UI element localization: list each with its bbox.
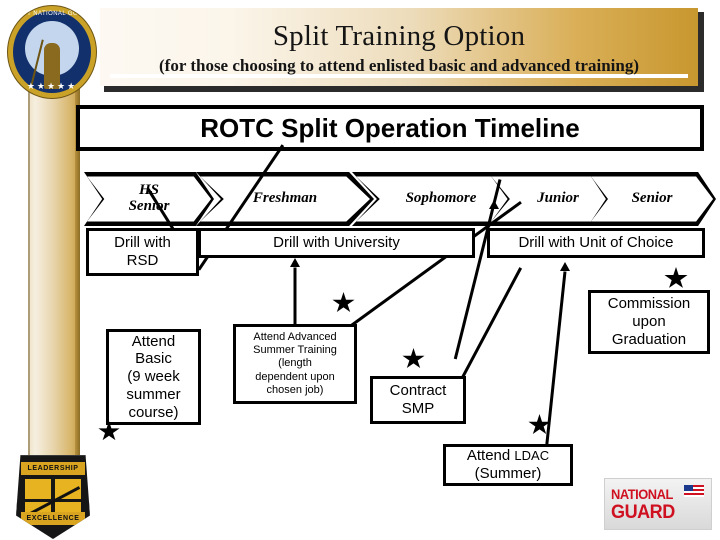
- drill-box-label: Drill with University: [273, 234, 400, 252]
- title-banner: [100, 8, 698, 86]
- event-box-label-line2: (Summer): [474, 465, 542, 482]
- star-icon-smp: [402, 348, 425, 369]
- ldac-acronym: LDAC: [514, 448, 550, 464]
- timeline-heading-text: ROTC Split Operation Timeline: [200, 113, 580, 143]
- banner-shadow-bottom: [104, 86, 704, 92]
- arrowhead-up-unit-of-choice: [560, 262, 570, 271]
- seal-stars: ★★★★★: [26, 81, 78, 91]
- left-gold-bar-edge: [75, 28, 80, 480]
- star-icon-commission: [664, 267, 688, 288]
- phase-chevron-label: Senior: [631, 190, 673, 207]
- seal-center: [25, 21, 79, 89]
- drill-box-university[interactable]: Drill with University: [198, 228, 475, 258]
- phase-chevron-freshman[interactable]: Freshman: [196, 172, 374, 226]
- slide-subtitle: (for those choosing to attend enlisted b…: [159, 56, 639, 75]
- star-icon-advanced: [332, 292, 355, 313]
- timeline-heading-box: [76, 105, 704, 151]
- seal-ring-text: ARMY NATIONAL GUARD: [12, 11, 92, 17]
- national-guard-line2: GUARD: [611, 502, 675, 523]
- event-box-attend-ldac[interactable]: Attend LDAC (Summer): [443, 444, 573, 486]
- drill-box-label: Drill with Unit of Choice: [518, 234, 674, 252]
- arrowhead-up-university: [290, 258, 300, 267]
- banner-underline: [110, 74, 688, 78]
- ldac-verb: Attend: [466, 447, 511, 465]
- phase-chevron-label: HSSenior: [128, 182, 170, 214]
- phase-chevron-label: Sophomore: [405, 190, 477, 207]
- arrowhead-up-junior: [489, 200, 499, 209]
- rotc-bottom-banner: EXCELLENCE: [21, 512, 85, 525]
- left-gold-bar: [28, 28, 80, 480]
- event-box-label-line1: Attend LDAC: [467, 447, 549, 465]
- rotc-top-banner: LEADERSHIP: [21, 462, 85, 475]
- national-guard-logo: NATIONAL GUARD: [604, 478, 712, 530]
- minuteman-figure-icon: [44, 43, 60, 89]
- phase-chevron-label: Freshman: [252, 190, 318, 207]
- army-national-guard-seal-icon: ARMY NATIONAL GUARD ★★★★★: [8, 6, 96, 98]
- slide-title: Split Training Option: [272, 20, 526, 52]
- national-guard-line1: NATIONAL: [611, 486, 673, 502]
- connector-ldac-to-unit-of-choice: [545, 271, 567, 446]
- drill-box-unit-of-choice[interactable]: Drill with Unit of Choice: [487, 228, 705, 258]
- rotc-shield-icon: LEADERSHIP EXCELLENCE: [16, 455, 90, 539]
- us-flag-icon: [684, 485, 704, 497]
- phase-chevron-hs-senior[interactable]: HSSenior: [84, 172, 214, 226]
- connector-advanced-to-university: [293, 267, 297, 333]
- phase-chevron-label: Junior: [537, 190, 579, 207]
- phase-chevron-senior[interactable]: Senior: [588, 172, 716, 226]
- banner-shadow-right: [698, 12, 704, 90]
- rotc-quadrant-1: [25, 479, 51, 499]
